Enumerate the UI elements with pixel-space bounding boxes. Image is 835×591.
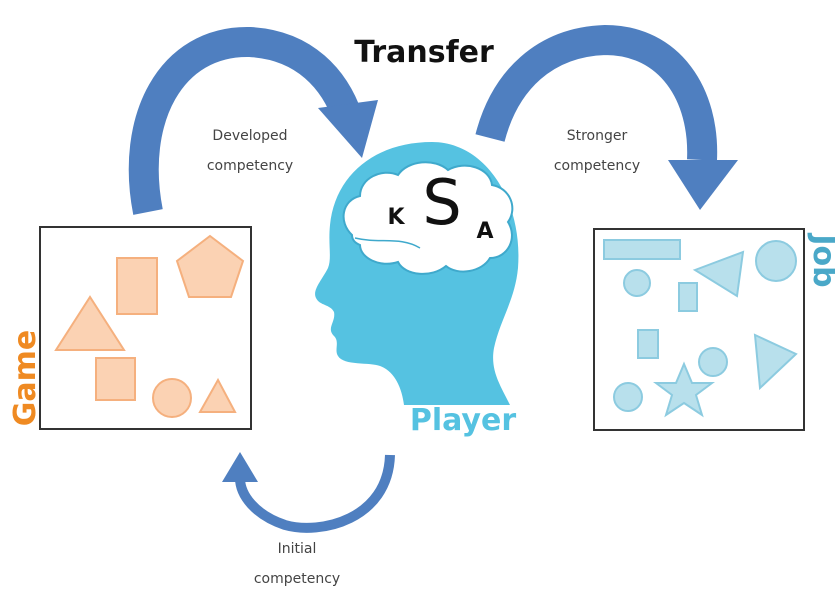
job-rect-small [678,282,698,312]
job-circle-left [623,269,651,297]
game-triangle-large [54,295,126,351]
ksa-s: S [422,166,461,239]
brain-fold-line [354,237,421,249]
stronger-caption-line1: Stronger [567,128,628,144]
stronger-competency-arrowhead [668,160,738,210]
job-box [593,228,805,431]
job-triangle-top [692,250,745,298]
game-square-bottom [95,357,136,401]
stronger-competency-arrow [475,24,718,161]
initial-competency-arrow [235,454,395,533]
game-label: Game [8,330,43,426]
job-circle-large [755,240,797,282]
developed-competency-arrowhead [318,100,378,158]
job-rect-mid [637,329,659,359]
initial-competency-arrowhead [222,452,258,482]
game-circle [152,378,192,418]
developed-caption-line2: competency [207,158,293,174]
player-label: Player [410,403,516,438]
game-triangle-small [198,377,237,413]
developed-competency-arrow [128,26,363,215]
job-bar [603,239,681,260]
ksa-k: K [387,205,405,230]
ksa-a: A [476,219,493,244]
job-triangle-right [753,333,798,391]
game-pentagon [175,234,245,298]
job-circle-bottom [613,382,643,412]
job-star [653,361,715,418]
game-square-top [116,257,158,315]
initial-caption-line2: competency [254,571,340,587]
brain-icon [342,161,514,275]
game-box [39,226,252,430]
transfer-title: Transfer [354,35,494,70]
job-label: Job [806,232,835,287]
initial-caption-line1: Initial [278,541,317,557]
developed-caption-line1: Developed [212,128,287,144]
stronger-caption-line2: competency [554,158,640,174]
job-circle-mid [698,347,728,377]
